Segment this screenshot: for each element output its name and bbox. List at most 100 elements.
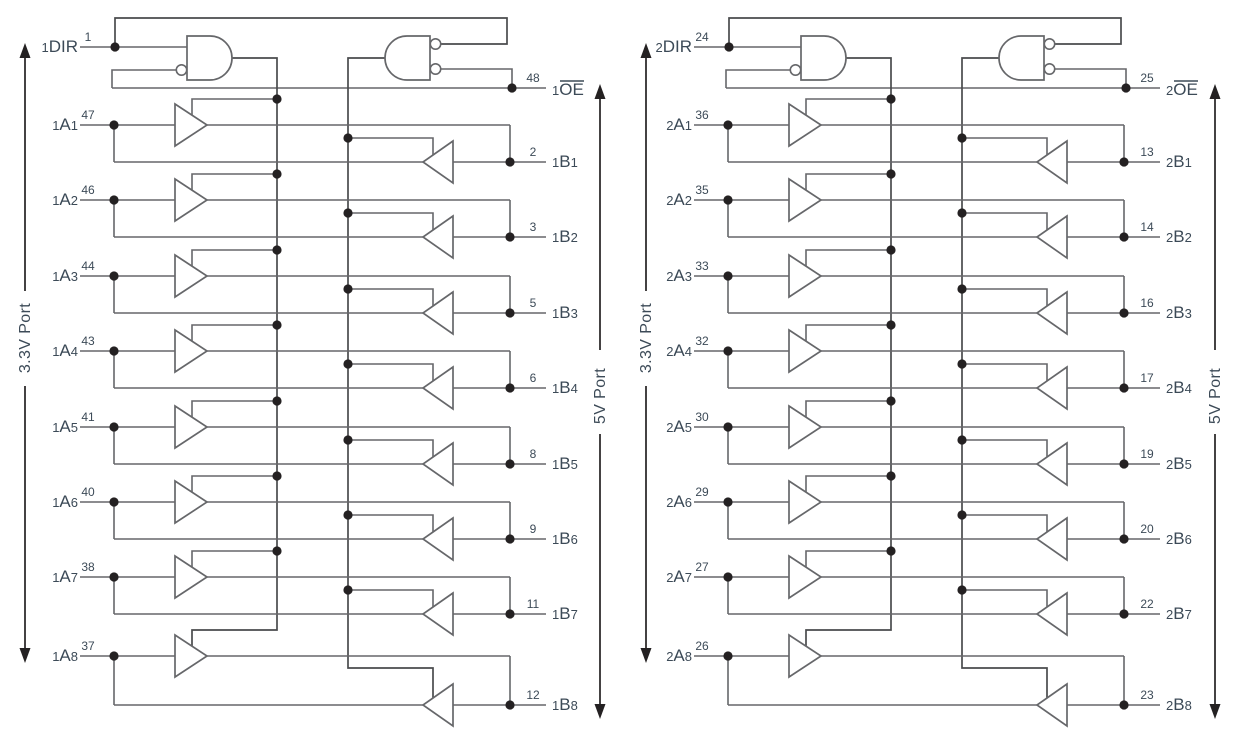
- pin-number-2A1: 36: [695, 108, 709, 122]
- pin-label-2A7-part: 2: [666, 570, 673, 585]
- pin-label-2B8-part: 8: [1185, 698, 1192, 713]
- b-port-arrow-up-head: [1209, 84, 1221, 99]
- dir-junction-dot: [724, 42, 734, 52]
- a-pin-dot-1A2: [109, 195, 119, 205]
- b-port-label: 5V Port: [1207, 368, 1224, 424]
- pin-label-1A7-part: A: [59, 567, 71, 586]
- and-gate-a-enable: [186, 35, 233, 81]
- b-to-a-buffer-1B4: [421, 365, 454, 411]
- b-pin-dot-2B7: [1119, 609, 1129, 619]
- pin-number-2OE: 25: [1140, 71, 1154, 85]
- pin-label-1B7-part: 1: [552, 607, 559, 622]
- pin-label-2B4-part: B: [1173, 378, 1184, 397]
- pin-label-2A2-part: 2: [685, 193, 692, 208]
- b-enable-column: [961, 57, 1048, 705]
- pin-label-2A7-part: 7: [685, 570, 692, 585]
- pin-number-2DIR: 24: [695, 30, 709, 44]
- pin-number-2B1: 13: [1140, 145, 1154, 159]
- b-pin-dot-1B1: [505, 157, 515, 167]
- b-enable-tap-row2: [962, 212, 1048, 237]
- b-enable-dot-row7: [957, 585, 967, 595]
- a-port-arrow-down-head: [19, 648, 31, 663]
- pin-number-2B4: 17: [1140, 371, 1154, 385]
- pin-label-2A8-part: 8: [685, 649, 692, 664]
- b-to-a-buffer-2B4: [1035, 365, 1068, 411]
- pin-label-2B7-part: B: [1173, 604, 1184, 623]
- pin-label-2A7: 2A7: [666, 567, 692, 586]
- a-port-arrow-down-head: [640, 648, 652, 663]
- a-port-label: 3.3V Port: [638, 303, 655, 373]
- pin-label-2A5-part: A: [673, 417, 685, 436]
- b-enable-dot-row4: [957, 359, 967, 369]
- b-enable-column: [347, 57, 434, 705]
- a-enable-dot-row3: [886, 245, 896, 255]
- a-enable-dot-row7: [272, 546, 282, 556]
- a-enable-dot-row5: [272, 396, 282, 406]
- b-pin-dot-1B2: [505, 232, 515, 242]
- pin-label-1B5-part: 1: [552, 457, 559, 472]
- a-enable-dot-row6: [886, 471, 896, 481]
- pin-label-2A1-part: 1: [685, 118, 692, 133]
- a-to-b-buffer-1A5: [174, 404, 209, 450]
- a-pin-dot-1A8: [109, 651, 119, 661]
- a-enable-tap-row6: [191, 475, 277, 502]
- pin-label-2B3-part: B: [1173, 303, 1184, 322]
- pin-label-2B4: 2B4: [1166, 378, 1192, 397]
- pin-label-1B8-part: 8: [571, 698, 578, 713]
- pin-label-1A1-part: 1: [52, 118, 59, 133]
- a-enable-dot-row2: [272, 169, 282, 179]
- pin-label-1B6-part: B: [559, 529, 570, 548]
- and-gate-a-enable: [800, 35, 847, 81]
- pin-number-2B6: 20: [1140, 522, 1154, 536]
- gate1-input-bubble: [175, 64, 188, 77]
- b-enable-tap-row6: [962, 514, 1048, 539]
- pin-label-1OE: 1OE: [552, 80, 584, 99]
- pin-label-2B6-part: 2: [1166, 532, 1173, 547]
- pin-label-2B5-part: 5: [1185, 457, 1192, 472]
- pin-label-2A4-part: 4: [685, 344, 692, 359]
- a-enable-dot-row4: [272, 320, 282, 330]
- pin-label-2A8: 2A8: [666, 646, 692, 665]
- b-to-a-buffer-2B5: [1035, 441, 1068, 487]
- b-pin-dot-2B1: [1119, 157, 1129, 167]
- pin-label-1A6-part: A: [59, 492, 71, 511]
- a-enable-tap-row3: [805, 249, 891, 276]
- pin-label-2B7-part: 7: [1185, 607, 1192, 622]
- pin-label-2A5-part: 5: [685, 420, 692, 435]
- pin-label-1B7: 1B7: [552, 604, 578, 623]
- pin-number-1A4: 43: [81, 334, 95, 348]
- b-port-arrow-down-head: [594, 704, 606, 719]
- pin-label-2A6-part: 2: [666, 495, 673, 510]
- b-port-label: 5V Port: [592, 368, 609, 424]
- a-enable-tap-row1: [191, 98, 277, 125]
- a-enable-tap-row4: [191, 324, 277, 351]
- b-to-a-buffer-1B7: [421, 591, 454, 637]
- oe-to-gate2-wire: [437, 68, 513, 88]
- pin-label-1DIR-part: 1: [41, 40, 48, 55]
- a-enable-dot-row5: [886, 396, 896, 406]
- pin-label-1A3-part: 3: [71, 269, 78, 284]
- a-to-b-buffer-1A4: [174, 328, 209, 374]
- pin-label-2B4-part: 2: [1166, 381, 1173, 396]
- a-pin-dot-1A7: [109, 572, 119, 582]
- b-pin-dot-1B8: [505, 700, 515, 710]
- b-enable-tap-row5: [962, 439, 1048, 464]
- b-pin-dot-2B5: [1119, 459, 1129, 469]
- pin-label-2B2: 2B2: [1166, 227, 1192, 246]
- pin-label-2DIR-part: DIR: [663, 37, 692, 56]
- a-to-b-buffer-2A5: [788, 404, 823, 450]
- pin-label-1B7-part: B: [559, 604, 570, 623]
- b-enable-dot-row3: [343, 284, 353, 294]
- a-enable-tap-row7: [191, 550, 277, 577]
- a-pin-dot-2A7: [723, 572, 733, 582]
- b-enable-dot-row2: [957, 208, 967, 218]
- pin-label-1DIR-part: DIR: [49, 37, 78, 56]
- pin-number-1B6: 9: [530, 522, 537, 536]
- pin-label-1A2-part: 2: [71, 193, 78, 208]
- pin-label-1A4-part: A: [59, 341, 71, 360]
- pin-number-2A6: 29: [695, 485, 709, 499]
- a-pin-dot-1A3: [109, 271, 119, 281]
- gate2-input-bubble-bottom: [1043, 62, 1056, 75]
- a-enable-dot-row7: [886, 546, 896, 556]
